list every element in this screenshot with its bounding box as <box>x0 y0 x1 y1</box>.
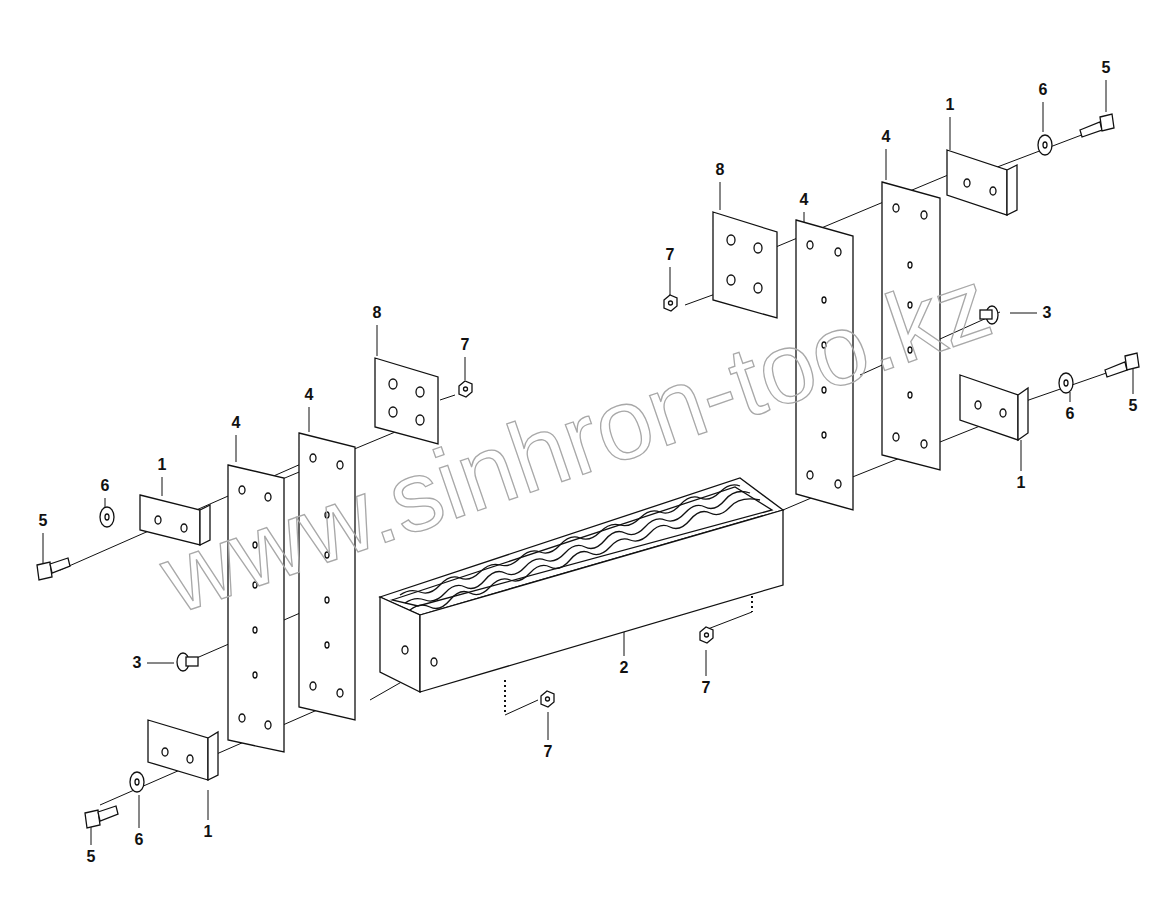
callout-number: 7 <box>666 247 675 263</box>
callout-number: 5 <box>39 513 48 529</box>
callout-number: 1 <box>946 97 955 113</box>
callout-number: 4 <box>882 129 891 145</box>
callout-number: 7 <box>702 680 711 696</box>
callout-number: 1 <box>1017 475 1026 491</box>
callout-number: 1 <box>158 457 167 473</box>
callout-number: 7 <box>461 337 470 353</box>
callout-number: 3 <box>133 655 142 671</box>
callout-number: 8 <box>716 162 725 178</box>
callout-number: 6 <box>135 832 144 848</box>
callout-number: 3 <box>1043 305 1052 321</box>
callout-number: 2 <box>620 660 629 676</box>
callout-number: 8 <box>373 305 382 321</box>
callout-number: 5 <box>1129 398 1138 414</box>
callout-number: 4 <box>800 192 809 208</box>
callout-number: 5 <box>1102 60 1111 76</box>
callout-number: 4 <box>232 415 241 431</box>
callout-number: 1 <box>204 824 213 840</box>
callout-number: 6 <box>1066 406 1075 422</box>
callout-number: 6 <box>1039 82 1048 98</box>
callout-number: 5 <box>87 849 96 865</box>
callout-number: 4 <box>305 387 314 403</box>
callout-number: 6 <box>101 478 110 494</box>
callout-number: 7 <box>544 744 553 760</box>
